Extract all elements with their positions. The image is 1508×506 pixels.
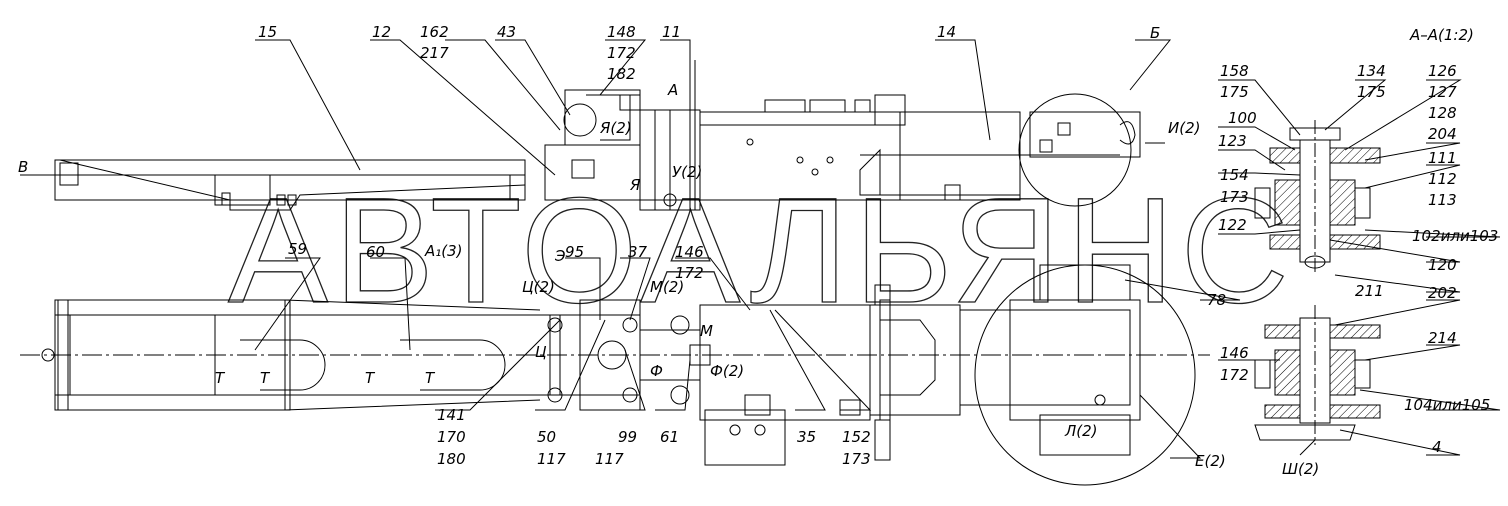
t3-label: Т (365, 369, 376, 387)
callout-60: 60 (366, 243, 385, 261)
t1-label: Т (215, 369, 226, 387)
view-f-label: Ф(2) (710, 362, 744, 380)
callout-120: 120 (1428, 256, 1457, 274)
callout-37: 37 (628, 243, 648, 261)
callout-170: 170 (437, 428, 466, 446)
view-m-label: М(2) (650, 278, 684, 296)
callout-204: 204 (1428, 125, 1457, 143)
callout-217: 217 (420, 44, 449, 62)
section-a-a-title: А–А(1:2) (1409, 26, 1474, 44)
callout-182: 182 (607, 65, 636, 83)
callout-111: 111 (1428, 149, 1457, 167)
t4-label: Т (425, 369, 436, 387)
view-f2-label: Ф (650, 362, 663, 380)
callout-113: 113 (1428, 191, 1457, 209)
callout-162: 162 (420, 23, 449, 41)
callout-146-bot: 146 (1220, 344, 1249, 362)
callout-104-105: 104или105 (1404, 396, 1490, 414)
callout-126: 126 (1428, 62, 1457, 80)
callout-128: 128 (1428, 104, 1457, 122)
section-a-a (1254, 120, 1381, 445)
callout-175a: 175 (1220, 83, 1249, 101)
callout-59: 59 (288, 240, 307, 258)
callout-214: 214 (1428, 329, 1457, 347)
callout-50: 50 (537, 428, 556, 446)
view-b-label: Б (1150, 24, 1160, 42)
callout-172-bot: 172 (1220, 366, 1249, 384)
callout-4: 4 (1432, 438, 1442, 456)
callout-12: 12 (372, 23, 391, 41)
callout-95: 95 (565, 243, 584, 261)
view-e2-label: Э (554, 247, 566, 265)
view-ya2-label: Я (629, 176, 641, 194)
callout-158: 158 (1220, 62, 1249, 80)
callout-211: 211 (1355, 282, 1384, 300)
callout-15: 15 (258, 23, 277, 41)
view-a-label: А (667, 81, 678, 99)
callout-99: 99 (618, 428, 637, 446)
callout-labels: 15 12 162 217 43 148 172 182 11 14 158 1… (258, 23, 1498, 468)
view-sh-label: Ш(2) (1282, 460, 1319, 478)
section-labels: А–А(1:2) Б Е(2) Ш(2) И(2) А₁(3) Я(2) Я У… (18, 24, 1474, 478)
view-ya-label: Я(2) (599, 119, 632, 137)
callout-43: 43 (497, 23, 516, 41)
callout-173a: 173 (1220, 188, 1249, 206)
view-m2-label: М (700, 322, 713, 340)
lower-frame-view (20, 264, 1210, 486)
callout-117a: 117 (537, 450, 566, 468)
callout-146-top: 146 (675, 243, 704, 261)
view-ts2-label: Ц (535, 343, 547, 361)
callout-127: 127 (1428, 83, 1457, 101)
callout-180: 180 (437, 450, 466, 468)
callout-117b: 117 (595, 450, 624, 468)
callout-141: 141 (437, 406, 466, 424)
t2-label: Т (260, 369, 271, 387)
view-i-label: И(2) (1168, 119, 1200, 137)
callout-35: 35 (797, 428, 816, 446)
callout-122: 122 (1218, 216, 1247, 234)
callout-102-103: 102или103 (1412, 227, 1498, 245)
leader-lines (20, 39, 1501, 459)
callout-202: 202 (1428, 284, 1457, 302)
view-e-label: Е(2) (1195, 452, 1226, 470)
view-l-label: Л(2) (1064, 422, 1098, 440)
callout-123: 123 (1218, 132, 1247, 150)
callout-11: 11 (662, 23, 681, 41)
view-v-label: В (18, 158, 28, 176)
callout-134: 134 (1357, 62, 1386, 80)
callout-175b: 175 (1357, 83, 1386, 101)
callout-14: 14 (937, 23, 956, 41)
callout-172-top: 172 (607, 44, 636, 62)
view-ts-label: Ц(2) (522, 278, 555, 296)
watermark-text: АВТОАЛЬЯНС (228, 166, 1295, 334)
view-a1-label: А₁(3) (424, 242, 463, 260)
callout-152: 152 (842, 428, 871, 446)
callout-172-mid: 172 (675, 264, 704, 282)
callout-148: 148 (607, 23, 636, 41)
callout-173b: 173 (842, 450, 871, 468)
callout-100: 100 (1228, 109, 1257, 127)
upper-frame-view (54, 55, 1141, 211)
callout-112: 112 (1428, 170, 1457, 188)
callout-61: 61 (660, 428, 679, 446)
view-u-label: У(2) (672, 163, 702, 181)
callout-78: 78 (1207, 291, 1226, 309)
callout-154: 154 (1220, 166, 1249, 184)
